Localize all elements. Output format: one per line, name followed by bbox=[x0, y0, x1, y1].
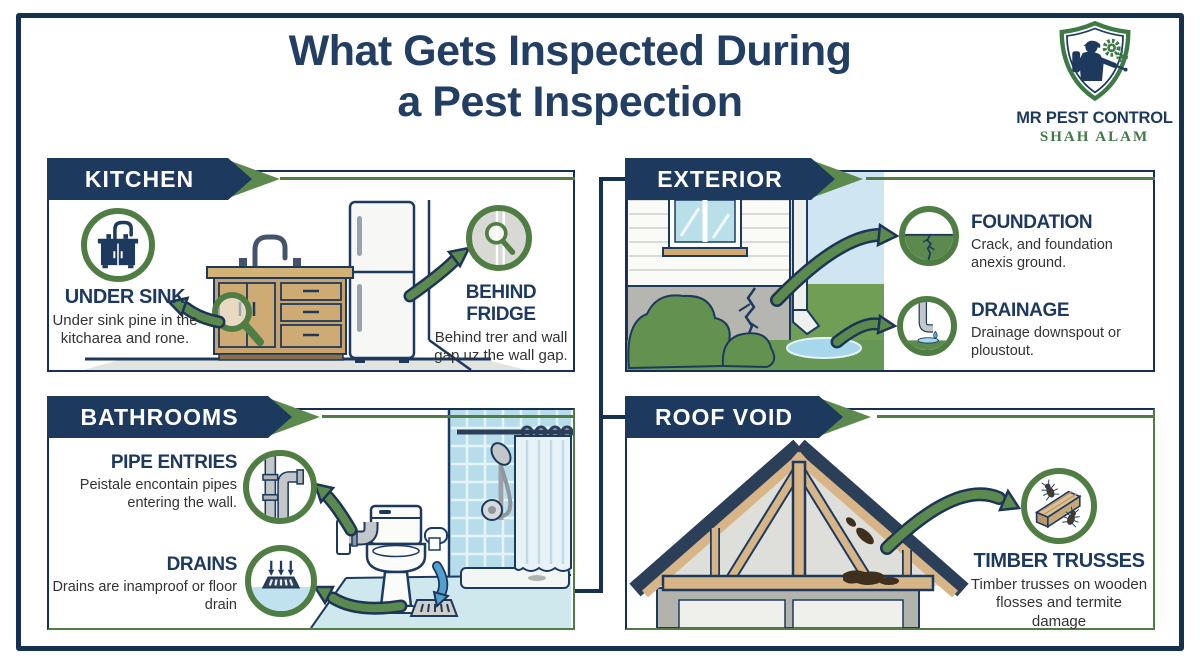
puddle bbox=[786, 337, 862, 359]
roof-illustration bbox=[629, 439, 1022, 628]
arrow-to-under-sink bbox=[166, 296, 226, 329]
magnifier-gap-icon bbox=[466, 205, 532, 271]
connector-to-roof bbox=[601, 415, 627, 419]
floor-drain-icon bbox=[245, 545, 317, 617]
sink-cabinet-icon bbox=[81, 208, 155, 282]
pest-control-shield-icon bbox=[1047, 20, 1143, 106]
foundation-desc: Crack, and foundation anexis ground. bbox=[971, 237, 1113, 271]
kitchen-illustration bbox=[83, 200, 527, 370]
page-title: What Gets Inspected During a Pest Inspec… bbox=[150, 26, 990, 127]
exterior-panel: FOUNDATION Crack, and foundation anexis … bbox=[625, 170, 1155, 372]
drains-item: DRAINS Drains are inamproof or floor dra… bbox=[51, 554, 237, 614]
sink-cabinet bbox=[206, 234, 354, 361]
bathrooms-panel: PIPE ENTRIES Peistale encontain pipes en… bbox=[47, 408, 575, 630]
foundation-crack-icon bbox=[899, 206, 959, 266]
wall-pipes-icon bbox=[243, 450, 317, 524]
bathrooms-banner-line bbox=[322, 415, 575, 418]
under-sink-item: UNDER SINK Under sink pine in the kitcha… bbox=[49, 286, 201, 349]
pipe-entries-item: PIPE ENTRIES Peistale encontain pipes en… bbox=[51, 452, 238, 512]
exterior-banner: EXTERIOR bbox=[625, 158, 865, 200]
bushes bbox=[627, 294, 776, 370]
connector-vertical bbox=[599, 177, 603, 591]
drainage-desc: Drainage downspout or ploustout. bbox=[971, 325, 1121, 359]
bathrooms-banner: BATHROOMS bbox=[47, 396, 323, 438]
behind-fridge-title: BEHIND FRIDGE bbox=[465, 282, 537, 325]
behind-fridge-item: BEHIND FRIDGE Behind trer and wall gap u… bbox=[431, 282, 571, 366]
title-line-1: What Gets Inspected During bbox=[288, 27, 852, 75]
logo-company-name: MR PEST CONTROL bbox=[1016, 109, 1173, 127]
arrow-to-pipe-entries bbox=[313, 482, 358, 537]
kitchen-banner-label: KITCHEN bbox=[84, 166, 195, 192]
banner-chevron-icon bbox=[231, 161, 280, 197]
downspout-drip-icon bbox=[897, 296, 957, 356]
bathrooms-banner-label: BATHROOMS bbox=[80, 404, 239, 430]
exterior-banner-line bbox=[866, 177, 1155, 180]
roof-void-banner-label: ROOF VOID bbox=[654, 404, 794, 430]
banner-chevron-icon bbox=[271, 399, 320, 435]
termite-bug bbox=[1062, 506, 1080, 528]
behind-fridge-desc: Behind trer and wall gap uz the wall gap… bbox=[434, 329, 568, 365]
floor-drain bbox=[409, 599, 459, 617]
drains-title: DRAINS bbox=[166, 554, 238, 575]
arrow-to-timber bbox=[880, 487, 1022, 555]
pipe-entries-title: PIPE ENTRIES bbox=[110, 452, 238, 473]
drainage-item: DRAINAGE Drainage downspout or ploustout… bbox=[971, 300, 1151, 360]
banner-chevron-icon bbox=[822, 399, 871, 435]
toilet-paper bbox=[424, 527, 448, 551]
kitchen-banner: KITCHEN bbox=[47, 158, 283, 200]
page-border bbox=[16, 13, 1184, 651]
connector-to-bathrooms bbox=[573, 589, 603, 593]
shower bbox=[457, 425, 573, 589]
timber-trusses-title: TIMBER TRUSSES bbox=[973, 550, 1145, 572]
roof-void-banner: ROOF VOID bbox=[625, 396, 875, 438]
foundation-title: FOUNDATION bbox=[971, 212, 1093, 233]
timber-trusses-desc: Timber trusses on wooden flosses and ter… bbox=[970, 576, 1148, 630]
under-sink-title: UNDER SINK bbox=[64, 286, 186, 308]
timber-trusses-item: TIMBER TRUSSES Timber trusses on wooden … bbox=[967, 550, 1151, 631]
kitchen-banner-line bbox=[280, 177, 575, 180]
termite-bug bbox=[1041, 479, 1060, 501]
arrow-to-drainage bbox=[830, 313, 898, 349]
banner-chevron-icon bbox=[814, 161, 863, 197]
timber-termites-icon bbox=[1021, 468, 1097, 544]
fridge bbox=[348, 200, 416, 363]
roof-void-banner-line bbox=[877, 415, 1155, 418]
under-sink-desc: Under sink pine in the kitcharea and ron… bbox=[52, 312, 198, 348]
company-logo: MR PEST CONTROL SHAH ALAM bbox=[1012, 18, 1177, 146]
exterior-banner-label: EXTERIOR bbox=[657, 166, 783, 192]
termite-damage bbox=[843, 570, 885, 585]
logo-location: SHAH ALAM bbox=[1039, 129, 1150, 145]
roof-void-panel: TIMBER TRUSSES Timber trusses on wooden … bbox=[625, 408, 1155, 630]
title-line-2: a Pest Inspection bbox=[397, 77, 743, 126]
pipe-entries-desc: Peistale encontain pipes entering the wa… bbox=[79, 477, 237, 511]
foundation-item: FOUNDATION Crack, and foundation anexis … bbox=[971, 212, 1151, 272]
kitchen-panel: UNDER SINK Under sink pine in the kitcha… bbox=[47, 170, 575, 372]
window bbox=[662, 193, 748, 257]
arrow-to-foundation bbox=[770, 222, 900, 307]
drains-desc: Drains are inamproof or floor drain bbox=[52, 579, 237, 613]
blue-arrow-into-drain bbox=[432, 561, 451, 608]
connector-to-exterior bbox=[601, 177, 627, 181]
drainage-title: DRAINAGE bbox=[971, 300, 1070, 321]
bathroom-illustration bbox=[310, 410, 573, 628]
arrow-to-drains bbox=[312, 585, 408, 615]
arrow-to-behind-fridge bbox=[403, 246, 472, 303]
